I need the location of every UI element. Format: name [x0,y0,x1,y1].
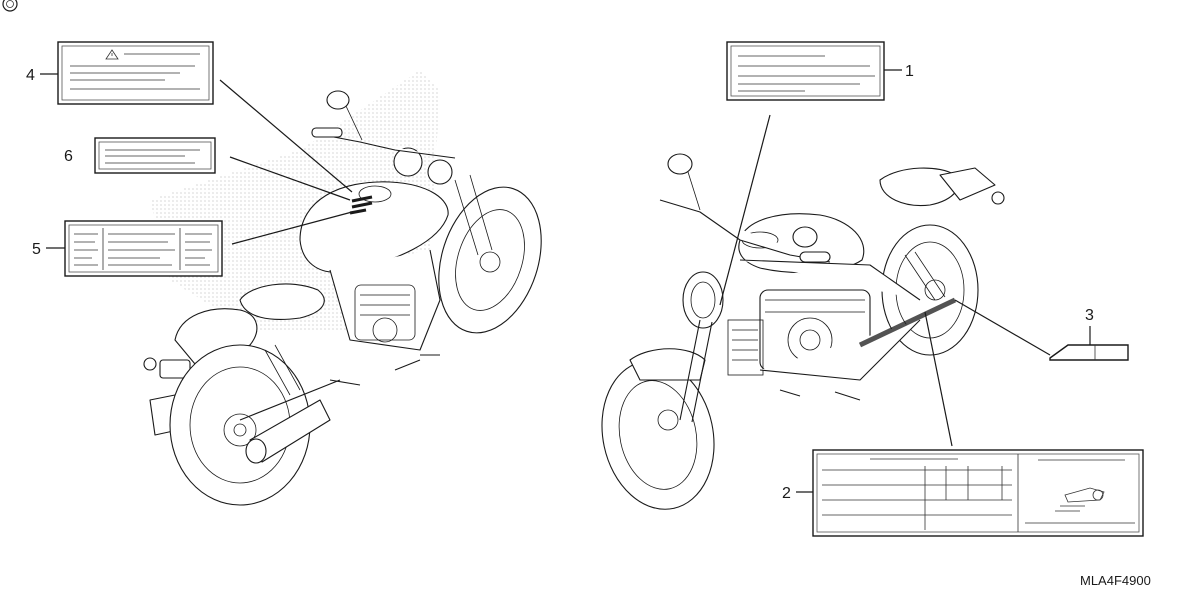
label-6 [94,137,216,174]
motorcycle-front-view [601,153,1005,510]
callout-5: 5 [32,241,41,258]
warning-triangle-icon [105,49,119,60]
label-6-pointer [229,156,351,201]
callout-6: 6 [64,148,73,165]
label-1 [726,41,885,101]
registered-circle-icon [2,0,18,12]
label-3-pointer [954,299,1051,356]
label-4 [57,41,214,105]
label-5 [64,220,223,277]
label-2 [812,449,1144,537]
callout-4: 4 [26,67,35,84]
motorcycle-rear-view [143,70,542,506]
callout-3: 3 [1085,307,1094,324]
label-3 [1049,344,1129,361]
callout-1: 1 [905,63,914,80]
label-1-pointer [719,114,771,306]
diagram-code: MLA4F4900 [1080,573,1151,588]
callout-2: 2 [782,485,791,502]
label-4-pointer [219,79,353,193]
label-5-pointer [231,211,353,245]
label-2-pointer [924,311,953,447]
